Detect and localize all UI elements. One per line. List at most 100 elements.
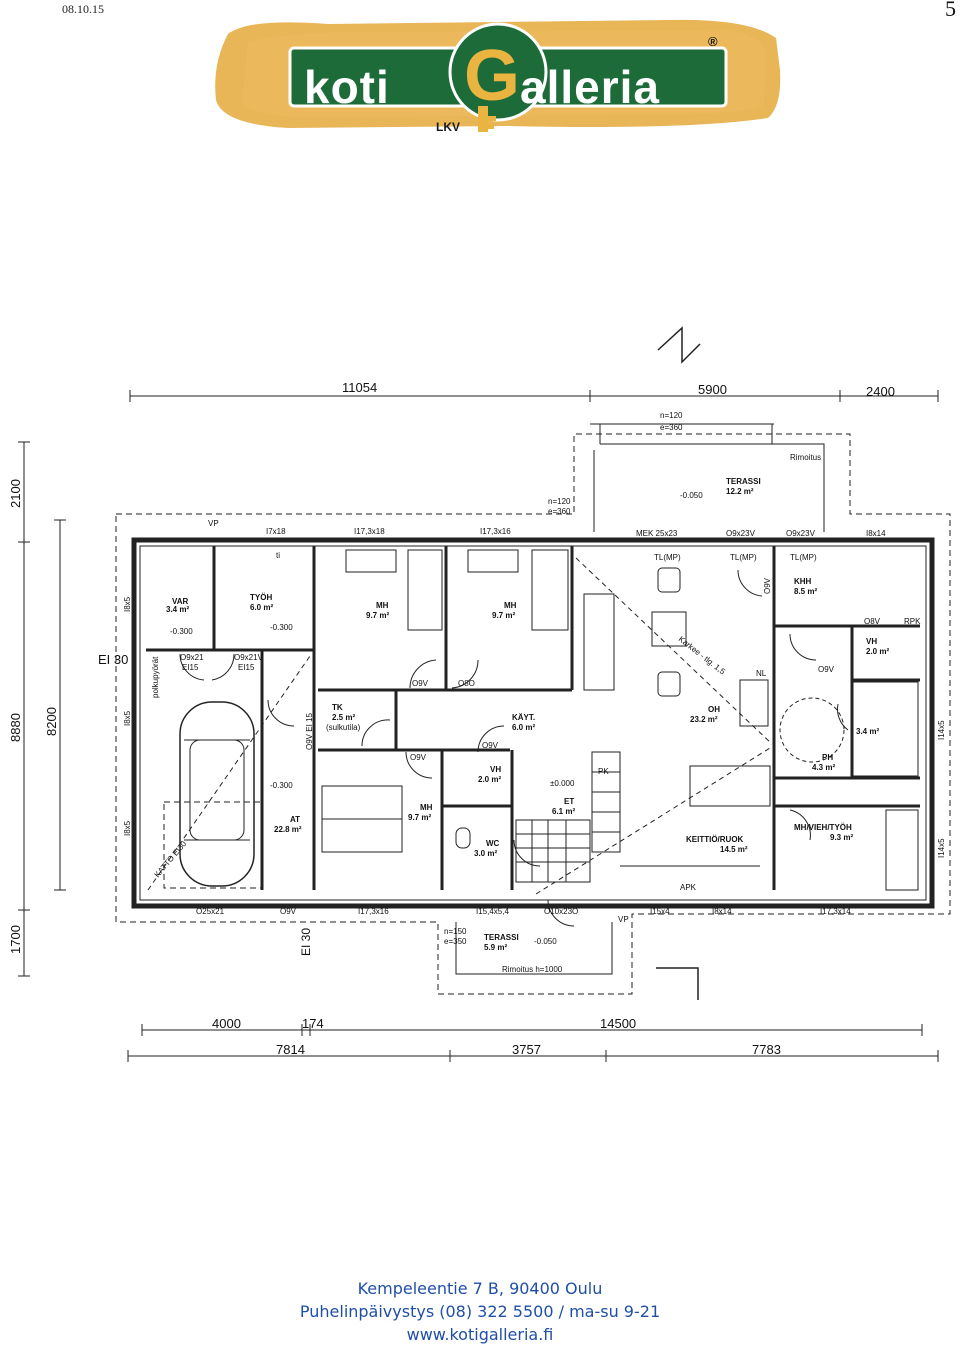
footer-phone: Puhelinpäivystys (08) 322 5500 / ma-su 9… [299,1302,661,1321]
label: O9V [763,577,772,594]
room-level: ±0.000 [550,779,575,788]
label: VP [208,519,219,528]
label: APK [680,883,697,892]
footer-website-link[interactable]: www.kotigalleria.fi [406,1325,554,1344]
label: n=120 [660,411,683,420]
label: NL [756,669,767,678]
label: e=360 [660,423,683,432]
room-level: -0.300 [270,623,293,632]
room-name: VH [490,765,501,774]
label: RPK [904,617,921,626]
label: Rimoitus [790,453,821,462]
room-name: TERASSI [484,933,519,942]
room-name: PH [822,753,833,762]
room-area: 9.7 m² [408,813,431,822]
room-area: 6.0 m² [512,723,535,732]
label: TL(MP) [730,553,757,562]
dim-left-3: 8200 [44,707,59,736]
room-name: MH [420,803,433,812]
header-date: 08.10.15 [62,2,104,16]
room-area: 12.2 m² [726,487,754,496]
label: e=350 [444,937,467,946]
dim-bottom-2: 174 [302,1016,324,1031]
dim-left-4: 1700 [8,925,23,954]
label: PK [598,767,609,776]
room-area: 3.4 m² [166,605,189,614]
room-area: 14.5 m² [720,845,748,854]
label-ei30-bottom: EI 30 [299,928,313,956]
room-name: KHH [794,577,812,586]
label: TL(MP) [654,553,681,562]
label: O9x23V [786,529,816,538]
room-area: 2.0 m² [478,775,501,784]
page-number: 5 [945,0,956,21]
label: O9V [410,753,427,762]
room-name: MH [376,601,389,610]
label-ei30: EI 30 [98,652,128,667]
room-area: 2.0 m² [866,647,889,656]
label: O10x23O [544,907,578,916]
room-name: ET [564,797,574,806]
label: EI15 [182,663,199,672]
kotigalleria-logo: G koti alleria LKV ® [208,14,788,138]
label: I14x5 [937,838,946,858]
label: O25x21 [196,907,225,916]
label: I7x18 [266,527,286,536]
logo-lkv: LKV [436,120,460,134]
room-name: MH [504,601,517,610]
logo-text-alleria: alleria [520,61,660,113]
dim-left-2: 8880 [8,713,23,742]
dim-bottom-5: 3757 [512,1042,541,1057]
dim-top-1: 11054 [342,380,377,395]
label: e=360 [548,507,571,516]
label: I8x5 [123,710,132,726]
label: I17,3x18 [354,527,385,536]
label: O8V [864,617,881,626]
room-area: 3.0 m² [474,849,497,858]
room-name: TERASSI [726,477,761,486]
room-area: 8.5 m² [794,587,817,596]
label: I8x5 [123,820,132,836]
dim-top-3: 2400 [866,384,895,399]
label: I17,3x16 [358,907,389,916]
label: O9x21V [234,653,264,662]
label: Rimoitus h=1000 [502,965,563,974]
room-area: 6.0 m² [250,603,273,612]
label: Karkee - tlg. 1,5 [677,634,727,676]
room-area: 5.9 m² [484,943,507,952]
dim-top-2: 5900 [698,382,727,397]
dim-bottom-6: 7783 [752,1042,781,1057]
label: I17,3x14 [820,907,851,916]
label: MEK 25x23 [636,529,678,538]
room-level: -0.300 [270,781,293,790]
room-level: -0.300 [170,627,193,636]
logo-text-koti: koti [304,61,390,113]
label: I14x5 [937,720,946,740]
room-area: 3.4 m² [856,727,879,736]
room-name: AT [290,815,300,824]
label: O9x21 [180,653,204,662]
room-level: -0.050 [534,937,557,946]
label: I15,4x5,4 [476,907,509,916]
label: I17,3x16 [480,527,511,536]
footer-address: Kempeleentie 7 B, 90400 Oulu [357,1279,603,1298]
dim-bottom-3: 14500 [600,1016,636,1031]
label: O9x23V [726,529,756,538]
room-note: (sulkutila) [326,723,361,732]
label: KATTO EI30 [153,839,189,879]
room-area: 23.2 m² [690,715,718,724]
logo-registered-mark: ® [708,34,718,49]
svg-text:G: G [464,36,520,116]
room-area: 6.1 m² [552,807,575,816]
room-area: 9.3 m² [830,833,853,842]
room-area: 9.7 m² [366,611,389,620]
room-area: 2.5 m² [332,713,355,722]
label: n=120 [548,497,571,506]
label: polkupyörät [151,656,160,698]
dim-bottom-1: 4000 [212,1016,241,1031]
label: I8x14 [712,907,732,916]
room-name: VAR [172,597,189,606]
room-name: OH [708,705,720,714]
room-area: 4.3 m² [812,763,835,772]
room-name: VH [866,637,877,646]
